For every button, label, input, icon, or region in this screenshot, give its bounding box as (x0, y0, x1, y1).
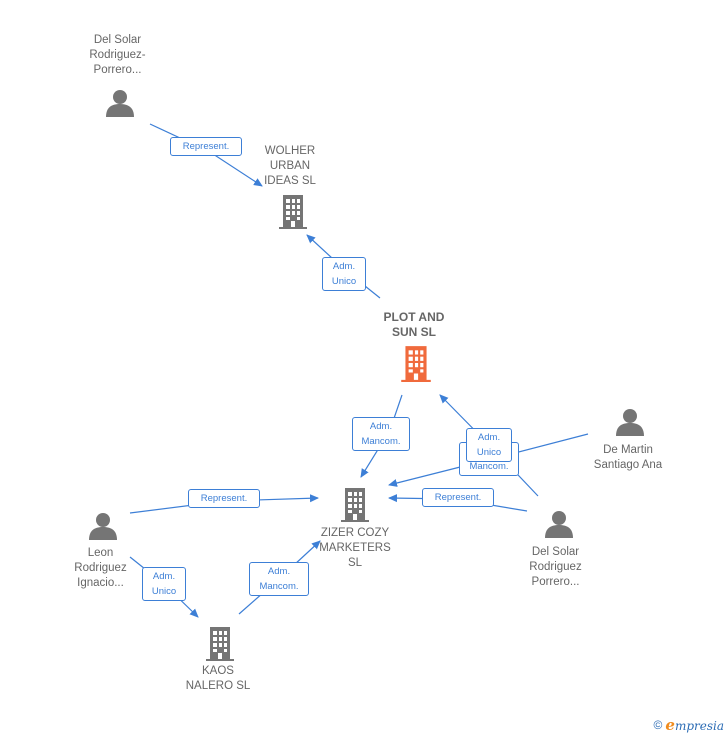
edge-label-represent-top: Represent. (170, 137, 242, 156)
node-label-wolher[interactable]: WOLHER URBAN IDEAS SL (264, 145, 316, 187)
edge-label-adm-mancom-kaos-zizer: Adm. Mancom. (249, 562, 309, 596)
person-icon-de-martin[interactable] (616, 409, 644, 436)
copyright-icon: © (653, 718, 663, 732)
building-icon-zizer[interactable] (341, 488, 369, 522)
person-icon-del-solar-top[interactable] (106, 90, 134, 117)
node-label-kaos[interactable]: KAOS NALERO SL (185, 665, 251, 692)
node-label-leon[interactable]: Leon Rodriguez Ignacio... (74, 547, 127, 589)
empresia-watermark[interactable]: © empresia (654, 716, 724, 734)
building-icon-plot-and-sun[interactable] (401, 346, 431, 382)
edge-label-adm-unico-plot-wolher: Adm. Unico (322, 257, 366, 291)
edge-label-adm-unico-demartin-plot: Adm. Unico (466, 428, 512, 462)
person-icon-del-solar-bottom[interactable] (545, 511, 573, 538)
edge-label-represent-leon-zizer: Represent. (188, 489, 260, 508)
building-icon-wolher[interactable] (279, 195, 307, 229)
node-label-zizer[interactable]: ZIZER COZY MARKETERS SL (319, 527, 391, 569)
node-label-plot-and-sun[interactable]: PLOT AND SUN SL (383, 310, 445, 339)
empresia-logo: empresia (665, 716, 724, 734)
edge-label-represent-delsolar-zizer: Represent. (422, 488, 494, 507)
building-icon-kaos[interactable] (206, 627, 234, 661)
node-label-del-solar-bottom[interactable]: Del Solar Rodriguez Porrero... (529, 546, 582, 588)
edge-label-adm-unico-leon-kaos: Adm. Unico (142, 567, 186, 601)
node-label-de-martin[interactable]: De Martin Santiago Ana (593, 444, 663, 471)
person-icon-leon[interactable] (89, 513, 117, 540)
edge-label-adm-mancom-plot-zizer: Adm. Mancom. (352, 417, 410, 451)
node-label-del-solar-top[interactable]: Del Solar Rodriguez- Porrero... (89, 34, 146, 76)
